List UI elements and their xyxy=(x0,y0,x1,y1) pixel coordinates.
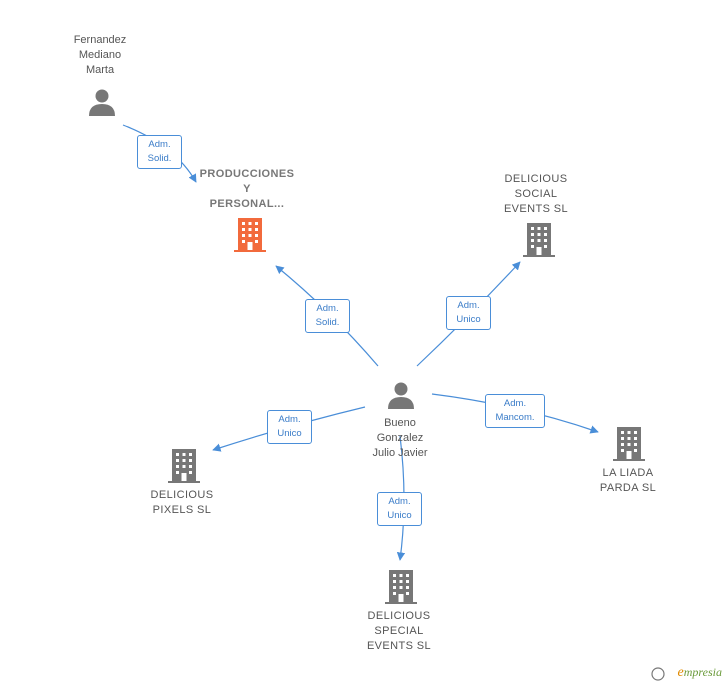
badge-line: Adm. xyxy=(457,300,480,311)
node-label-producciones[interactable]: PRODUCCIONES Y PERSONAL... xyxy=(199,168,295,210)
person-icon xyxy=(89,89,115,116)
badge-line: Adm. xyxy=(278,414,301,425)
edge-badge: Adm. Solid. xyxy=(137,135,182,169)
building-icon xyxy=(168,449,200,483)
edge-badge: Adm. Unico xyxy=(267,410,312,444)
badge-line: Unico xyxy=(387,510,412,521)
person-icon xyxy=(388,382,414,409)
node-label-bueno[interactable]: Bueno Gonzalez Julio Javier xyxy=(372,417,428,459)
copyright-icon xyxy=(651,667,665,681)
badge-line: Mancom. xyxy=(495,412,535,423)
building-icon-highlight xyxy=(234,218,266,252)
edge-badge: Adm. Mancom. xyxy=(485,394,545,428)
node-label-delicious-social[interactable]: DELICIOUS SOCIAL EVENTS SL xyxy=(503,173,569,215)
edge-badge: Adm. Solid. xyxy=(305,299,350,333)
edge-badge: Adm. Unico xyxy=(377,492,422,526)
brand-rest: mpresia xyxy=(683,665,722,679)
badge-line: Unico xyxy=(277,428,302,439)
building-icon xyxy=(523,223,555,257)
badge-line: Adm. xyxy=(388,496,411,507)
node-label-delicious-pixels[interactable]: DELICIOUS PIXELS SL xyxy=(150,489,214,516)
badge-line: Unico xyxy=(456,314,481,325)
node-label-la-liada[interactable]: LA LIADA PARDA SL xyxy=(599,467,657,494)
building-icon xyxy=(613,427,645,461)
node-label-delicious-special[interactable]: DELICIOUS SPECIAL EVENTS SL xyxy=(366,610,432,652)
edge-badge: Adm. Unico xyxy=(446,296,491,330)
building-icon xyxy=(385,570,417,604)
badge-line: Solid. xyxy=(315,317,340,328)
node-label-fernandez[interactable]: Fernandez Mediano Marta xyxy=(73,34,127,76)
badge-line: Solid. xyxy=(147,153,172,164)
badge-line: Adm. xyxy=(316,303,339,314)
badge-line: Adm. xyxy=(148,139,171,150)
brand-footer: © empresia xyxy=(665,665,722,681)
badge-line: Adm. xyxy=(503,398,527,409)
brand-initial: e xyxy=(677,665,684,680)
